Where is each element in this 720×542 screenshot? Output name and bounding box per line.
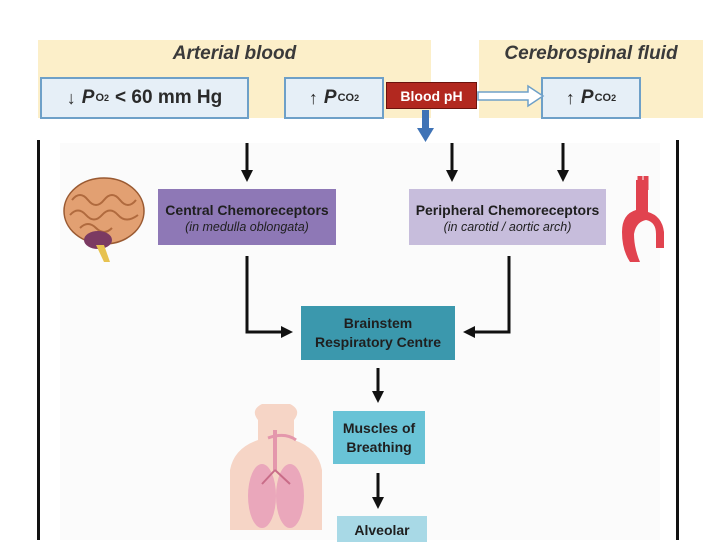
pco2-symbol: P: [323, 87, 337, 108]
up-arrow-icon: ↑: [565, 87, 575, 108]
po2-sub: O2: [95, 92, 110, 104]
central-to-brainstem: [245, 256, 293, 338]
down-arrow-icon: ↓: [66, 87, 76, 108]
peripheral-chemoreceptors-box: Peripheral Chemoreceptors (in carotid / …: [409, 189, 606, 245]
peripheral-to-brainstem: [463, 256, 511, 338]
po2-symbol: P: [81, 87, 95, 108]
blood-ph-down-arrow: [417, 110, 434, 142]
aortic-arch-icon: [622, 176, 664, 262]
central-subtitle: (in medulla oblongata): [185, 219, 309, 234]
central-title: Central Chemoreceptors: [165, 201, 329, 218]
po2-value: < 60 mm Hg: [115, 87, 223, 108]
alveolar-box: Alveolar: [337, 516, 427, 542]
brainstem-box: Brainstem Respiratory Centre: [301, 306, 455, 360]
separator: [0, 119, 720, 140]
muscles-box: Muscles of Breathing: [333, 411, 425, 464]
arterial-blood-title: Arterial blood: [172, 43, 297, 64]
csf-pco2-symbol: P: [580, 87, 594, 108]
brainstem-line2: Respiratory Centre: [314, 334, 442, 350]
lungs-torso-icon: [230, 404, 322, 530]
csf-pco2-sub: CO2: [594, 92, 617, 104]
blood-ph-badge: Blood pH: [386, 82, 477, 109]
diagram-frame: [37, 140, 679, 540]
brainstem-line1: Brainstem: [343, 315, 413, 331]
csf-title: Cerebrospinal fluid: [504, 43, 678, 64]
up-arrow-icon: ↑: [308, 87, 318, 108]
central-chemoreceptors-box: Central Chemoreceptors (in medulla oblon…: [158, 189, 336, 245]
blood-ph-to-csf-arrow: [477, 84, 545, 108]
peripheral-subtitle: (in carotid / aortic arch): [443, 219, 572, 234]
peripheral-title: Peripheral Chemoreceptors: [415, 201, 600, 218]
brain-icon: [63, 177, 145, 262]
alveolar-label: Alveolar: [354, 522, 410, 538]
muscles-line2: Breathing: [346, 438, 412, 455]
pco2-sub: CO2: [337, 92, 360, 104]
muscles-line1: Muscles of: [342, 419, 416, 436]
